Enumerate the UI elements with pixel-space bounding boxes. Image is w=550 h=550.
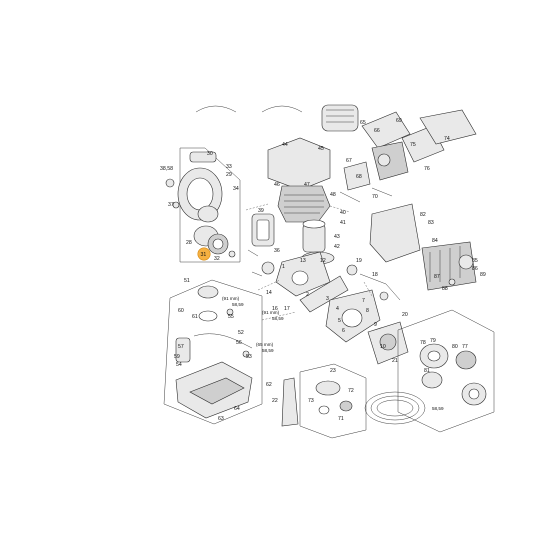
callout-labels: 30 38,58 33 29 37 34 31 32 28 44 45 46 4… [160,118,486,422]
label-38-58: 38,58 [160,166,173,172]
tools-assembly [281,363,426,439]
label-2: 2 [306,292,309,298]
label-67: 67 [346,158,352,164]
note-ref-c: 58,59 [262,348,274,353]
label-81: 81 [424,368,430,374]
label-56: 56 [236,340,242,346]
label-6: 6 [342,328,345,334]
label-85: 85 [472,258,478,264]
label-76: 76 [424,166,430,172]
fuel-tank-assembly [163,279,263,425]
label-13: 13 [300,258,306,264]
starter-assembly [165,147,241,263]
label-14: 14 [266,290,272,296]
label-18: 18 [372,272,378,278]
label-87: 87 [434,274,440,280]
label-64: 64 [234,406,240,412]
label-89: 89 [480,272,486,278]
label-40: 40 [340,210,346,216]
label-39: 39 [258,208,264,214]
clutch-assembly [397,309,495,433]
note-91mm-a: (91 mm) [222,296,240,301]
highlight-marker [197,247,211,261]
label-43: 43 [334,234,340,240]
note-ref-a: 58,59 [232,302,244,307]
label-83: 83 [428,220,434,226]
label-12: 12 [320,258,326,264]
label-41: 41 [340,220,346,226]
note-ref-d: 58,59 [432,406,444,411]
label-80: 80 [452,344,458,350]
label-88: 88 [442,286,448,292]
label-33: 33 [226,164,232,170]
label-61: 61 [192,314,198,320]
label-10: 10 [380,344,386,350]
label-77: 77 [462,344,468,350]
label-75: 75 [410,142,416,148]
note-ref-b: 58,59 [272,316,284,321]
label-86: 86 [472,266,478,272]
label-16: 16 [272,306,278,312]
label-28: 28 [186,240,192,246]
label-78: 78 [420,340,426,346]
label-22: 22 [272,398,278,404]
label-60: 60 [178,308,184,314]
label-54: 54 [176,362,182,368]
fan-housing [369,203,477,291]
label-4: 4 [336,306,339,312]
label-62: 62 [266,382,272,388]
label-5: 5 [338,318,341,324]
label-45: 45 [318,146,324,152]
label-31: 31 [201,252,207,258]
label-37: 37 [168,202,174,208]
label-52: 52 [238,330,244,336]
label-48: 48 [330,192,336,198]
label-30: 30 [207,151,213,157]
label-34: 34 [233,186,239,192]
label-1: 1 [282,264,285,270]
label-63: 63 [218,416,224,422]
label-9: 9 [374,322,377,328]
carburetor-assembly [339,109,477,203]
label-69: 69 [396,118,402,124]
leader-lines [245,203,373,321]
label-17: 17 [284,306,290,312]
label-23: 23 [330,368,336,374]
label-65: 65 [360,120,366,126]
label-8: 8 [366,308,369,314]
label-59: 59 [174,354,180,360]
label-66: 66 [374,128,380,134]
note-65mm: (65 mm) [256,342,274,347]
label-57: 57 [178,344,184,350]
label-79: 79 [430,338,436,344]
label-19: 19 [356,258,362,264]
label-36: 36 [274,248,280,254]
label-53: 53 [246,354,252,360]
label-70: 70 [372,194,378,200]
label-46: 46 [274,182,280,188]
label-73: 73 [308,398,314,404]
label-44: 44 [282,142,288,148]
label-7: 7 [362,298,365,304]
cropped-top-parts [195,104,359,132]
label-47: 47 [304,182,310,188]
label-71: 71 [338,416,344,422]
label-68: 68 [356,174,362,180]
label-32: 32 [214,256,220,262]
label-21: 21 [392,358,398,364]
label-74: 74 [444,136,450,142]
label-51: 51 [184,278,190,284]
label-20: 20 [402,312,408,318]
label-29: 29 [226,172,232,178]
label-3: 3 [326,296,329,302]
note-91mm-b: (91 mm) [262,310,280,315]
label-72: 72 [348,388,354,394]
label-82: 82 [420,212,426,218]
engine-assembly [247,137,358,313]
label-55: 55 [228,314,234,320]
label-42: 42 [334,244,340,250]
label-84: 84 [432,238,438,244]
